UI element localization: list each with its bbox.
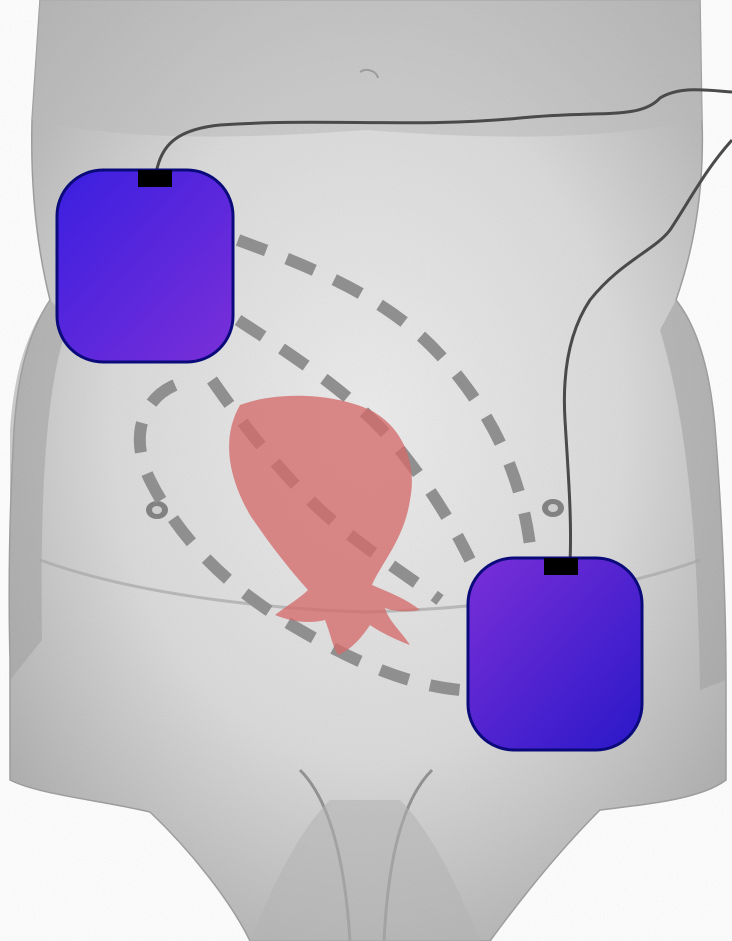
electrode-upper-left [57, 170, 233, 362]
electrode-connector [544, 558, 578, 575]
electrode-pad-icon [57, 170, 233, 362]
electrode-pad-icon [468, 558, 642, 750]
electrode-lower-right [468, 558, 642, 750]
electrode-connector [138, 170, 172, 187]
